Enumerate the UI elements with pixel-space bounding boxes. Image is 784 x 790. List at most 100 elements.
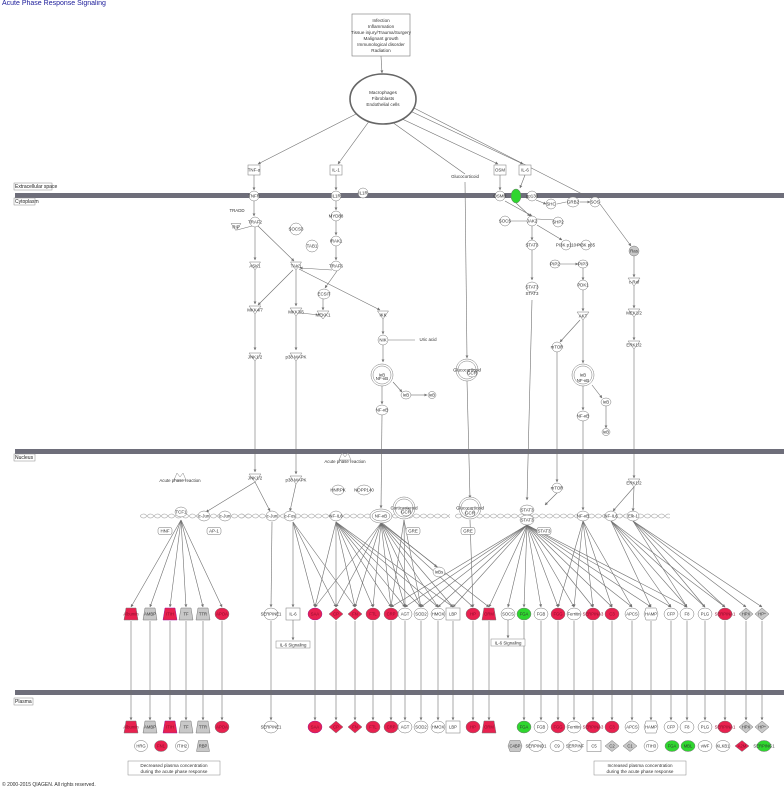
node-p38_n	[289, 475, 303, 485]
node-label-gluco_gcr: Glucocorticoid	[453, 368, 481, 373]
node-label-mek12: MEK1/2	[626, 311, 642, 316]
node-label-erk_n: ERK1/2	[626, 481, 642, 486]
node-il6	[518, 164, 532, 176]
plasma-itih	[162, 720, 178, 734]
node-il1	[329, 164, 343, 176]
edge-transcription	[522, 524, 528, 608]
node-stat3_n2	[519, 514, 535, 526]
target-label-ftl: FTL	[369, 612, 377, 617]
node-tnfa	[247, 164, 261, 176]
plasma-label-orm: ORM	[484, 725, 494, 730]
compartment-label-box	[13, 697, 34, 706]
node-label-sos: SOS	[590, 200, 599, 205]
node-label-gluco_n: Glucocorticoid	[456, 506, 484, 511]
node-jnk	[248, 352, 262, 362]
target-label-ferritin: Ferritin	[567, 612, 581, 617]
edge-transcription	[404, 524, 528, 608]
target-fn	[347, 607, 363, 621]
node-il6r	[510, 188, 522, 204]
node-label-ikbs: IκBs	[435, 570, 444, 575]
node-label-mekk1: MEKK1	[316, 313, 331, 318]
edge-transcription	[335, 521, 356, 608]
plasma-extra-serping1	[756, 740, 772, 752]
plasma-f8	[679, 720, 695, 734]
edge-transcription	[526, 524, 652, 608]
edge	[299, 312, 321, 316]
edge	[591, 384, 603, 399]
plasma-ambp	[142, 720, 158, 734]
target-hamp	[643, 607, 659, 621]
edge-transcription	[380, 522, 422, 608]
node-label-ikk: IKK	[379, 313, 386, 318]
node-label-stat3_n2: STAT3	[520, 518, 534, 523]
node-label-shp2: SHP2	[552, 220, 564, 225]
plasma-extra-label-fn1: FN1	[157, 744, 166, 749]
node-label-gluco_top: Glucocorticoid	[451, 174, 479, 179]
edge-transcription	[180, 519, 223, 608]
target-label-crp: CRP	[387, 612, 396, 617]
node-label-pip3: PIP3	[578, 262, 588, 267]
plasma-extra-label-serpind1: SERPIND1	[526, 744, 548, 749]
target-label-c3: C3	[609, 612, 615, 617]
target-albumin	[123, 607, 139, 621]
node-label-apr1: Acute phase reaction	[159, 478, 201, 483]
plasma-fga	[516, 720, 532, 734]
node-mkk47	[248, 305, 262, 315]
cell-fibroblasts: Fibroblasts	[372, 96, 395, 101]
node-stat3_n3	[536, 527, 552, 535]
edge-transcription	[632, 520, 706, 608]
membranes	[15, 193, 784, 695]
node-label-ecsit: ECSIT	[318, 292, 331, 297]
plasma-extra-c5	[586, 740, 602, 752]
node-myd88	[330, 210, 342, 222]
edge	[536, 224, 563, 241]
node-label-socs: SOCS	[499, 219, 512, 224]
node-mtor_n	[551, 482, 563, 494]
target-serpina3	[585, 607, 601, 621]
edge	[544, 492, 558, 506]
edge-transcription	[335, 521, 422, 608]
node-label-il6: IL-6	[521, 168, 529, 173]
cell-endothelial-cells: Endothelial cells	[366, 102, 400, 107]
node-nik	[377, 334, 389, 346]
plasma-label-f8: F8	[685, 725, 691, 730]
node-ask1	[249, 261, 261, 271]
compartment-cytoplasm: Cytoplasm	[15, 199, 39, 205]
node-gluco_gcr-inner	[457, 360, 477, 380]
node-label-jak: JAK2	[527, 219, 538, 224]
edges	[129, 55, 764, 721]
node-label-grb2: GRB2	[567, 200, 580, 205]
edge	[257, 111, 361, 165]
edge-transcription	[335, 521, 374, 608]
node-rip	[230, 223, 242, 231]
target-label-itih: ITIH	[166, 612, 174, 617]
target-label-serpina1: SERPINA1	[715, 612, 736, 617]
target-apoa	[214, 607, 230, 621]
node-label-il1ra: IL1R	[358, 191, 367, 196]
plasma-extra-itih2	[175, 740, 189, 752]
target-serpina1	[717, 607, 733, 621]
plasma-label-ferritin: Ferritin	[567, 725, 581, 730]
node-ap1	[206, 527, 222, 535]
edge	[464, 181, 469, 359]
dna-strand	[240, 512, 450, 520]
edge-transcription	[371, 522, 382, 608]
node-label-shc: SHC	[546, 202, 555, 207]
plasma-plg	[697, 720, 713, 734]
node-tcf1	[174, 506, 188, 518]
edge-transcription	[437, 524, 528, 608]
plasma-label-serpine1: SERPINE1	[261, 725, 282, 730]
edge	[391, 121, 466, 175]
edge-transcription	[526, 524, 543, 608]
edge	[379, 414, 383, 509]
plasma-cfp	[663, 720, 679, 734]
stimulus-infection: Infection	[372, 18, 390, 23]
node-socs	[499, 215, 511, 227]
target-label-f8: F8	[685, 612, 691, 617]
node-shp2	[552, 216, 564, 228]
plasma-extra-label-vwf: vWF	[701, 744, 710, 749]
node-label-nfkb_b2: NF-κB	[577, 414, 590, 419]
plasma-extra-label-c2: C2	[609, 744, 615, 749]
node-label-nopp140: NOPP140	[354, 488, 374, 493]
dna-strand	[140, 512, 250, 520]
